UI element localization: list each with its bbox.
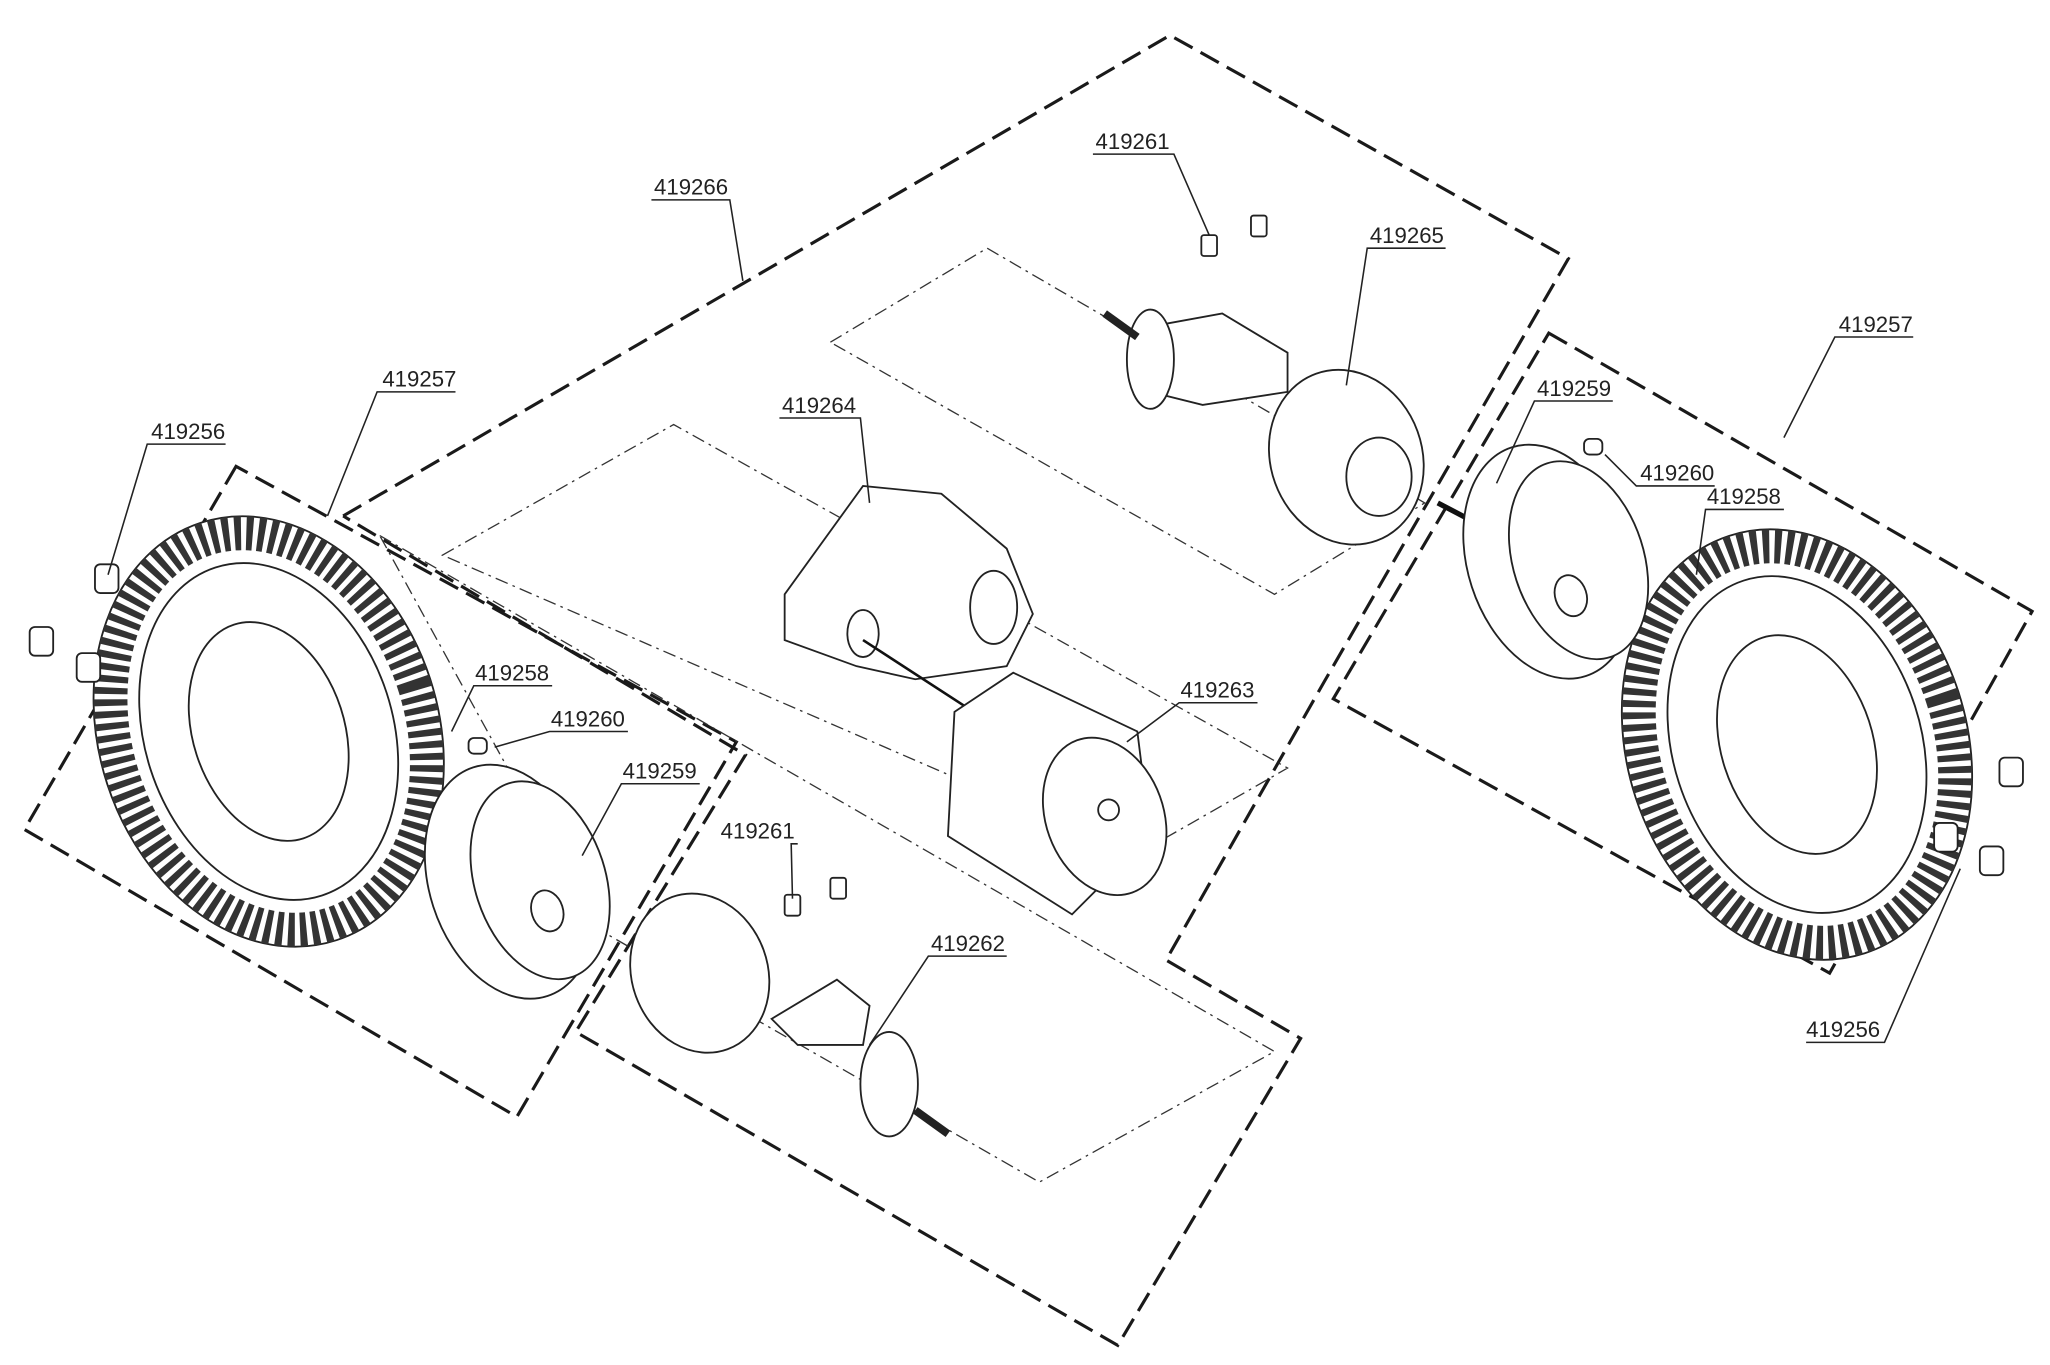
callout-419263: 419263 bbox=[1126, 678, 1258, 743]
svg-text:419259: 419259 bbox=[623, 759, 697, 784]
valve-left bbox=[467, 737, 488, 755]
lug-nuts-left bbox=[28, 563, 120, 683]
svg-text:419261: 419261 bbox=[1096, 129, 1170, 154]
callout-419259-right: 419259 bbox=[1495, 376, 1613, 484]
callout-419258-left: 419258 bbox=[450, 661, 553, 732]
callout-419261-top: 419261 bbox=[1092, 129, 1210, 236]
callout-419256-left: 419256 bbox=[107, 419, 226, 575]
callout-419266: 419266 bbox=[651, 175, 744, 281]
motor bbox=[946, 671, 1168, 916]
svg-text:419257: 419257 bbox=[382, 367, 456, 392]
callout-419257-right: 419257 bbox=[1783, 312, 1914, 438]
boundary-drive-assembly bbox=[342, 33, 1571, 1348]
svg-text:419266: 419266 bbox=[654, 175, 728, 200]
callout-419257-left: 419257 bbox=[326, 367, 456, 517]
callout-419261-bottom: 419261 bbox=[721, 819, 798, 899]
svg-text:419258: 419258 bbox=[475, 661, 549, 686]
right-tire bbox=[1620, 528, 1974, 961]
top-brake-assembly bbox=[1102, 214, 1425, 546]
svg-text:419264: 419264 bbox=[782, 393, 856, 418]
callout-419260-left: 419260 bbox=[494, 706, 628, 748]
guide-top-brake bbox=[829, 247, 1426, 596]
left-tire bbox=[92, 515, 445, 948]
svg-text:419263: 419263 bbox=[1180, 678, 1254, 703]
svg-text:419261: 419261 bbox=[721, 819, 795, 844]
right-rim bbox=[1462, 443, 1650, 680]
callout-419260-right: 419260 bbox=[1604, 454, 1715, 487]
bottom-brake-assembly bbox=[629, 876, 951, 1138]
callout-419256-right: 419256 bbox=[1806, 868, 1961, 1044]
guide-gearbox bbox=[440, 423, 1289, 857]
svg-text:419256: 419256 bbox=[151, 419, 225, 444]
svg-text:419260: 419260 bbox=[551, 706, 625, 731]
boundary-right-wheel bbox=[1331, 330, 2035, 976]
gearbox bbox=[783, 484, 1034, 681]
svg-text:419256: 419256 bbox=[1806, 1017, 1880, 1042]
callout-419262: 419262 bbox=[868, 931, 1007, 1046]
svg-text:419262: 419262 bbox=[931, 931, 1005, 956]
valve-right bbox=[1583, 437, 1604, 456]
svg-text:419260: 419260 bbox=[1640, 461, 1714, 486]
lug-nuts-right bbox=[1933, 756, 2024, 877]
callout-419258-right: 419258 bbox=[1695, 484, 1784, 575]
callout-419264: 419264 bbox=[779, 393, 871, 503]
callout-419259-left: 419259 bbox=[581, 759, 700, 856]
left-rim bbox=[423, 763, 611, 1000]
callout-419265: 419265 bbox=[1345, 223, 1446, 386]
svg-text:419265: 419265 bbox=[1370, 223, 1444, 248]
svg-text:419259: 419259 bbox=[1537, 376, 1611, 401]
svg-text:419257: 419257 bbox=[1839, 312, 1913, 337]
svg-text:419258: 419258 bbox=[1707, 484, 1781, 509]
